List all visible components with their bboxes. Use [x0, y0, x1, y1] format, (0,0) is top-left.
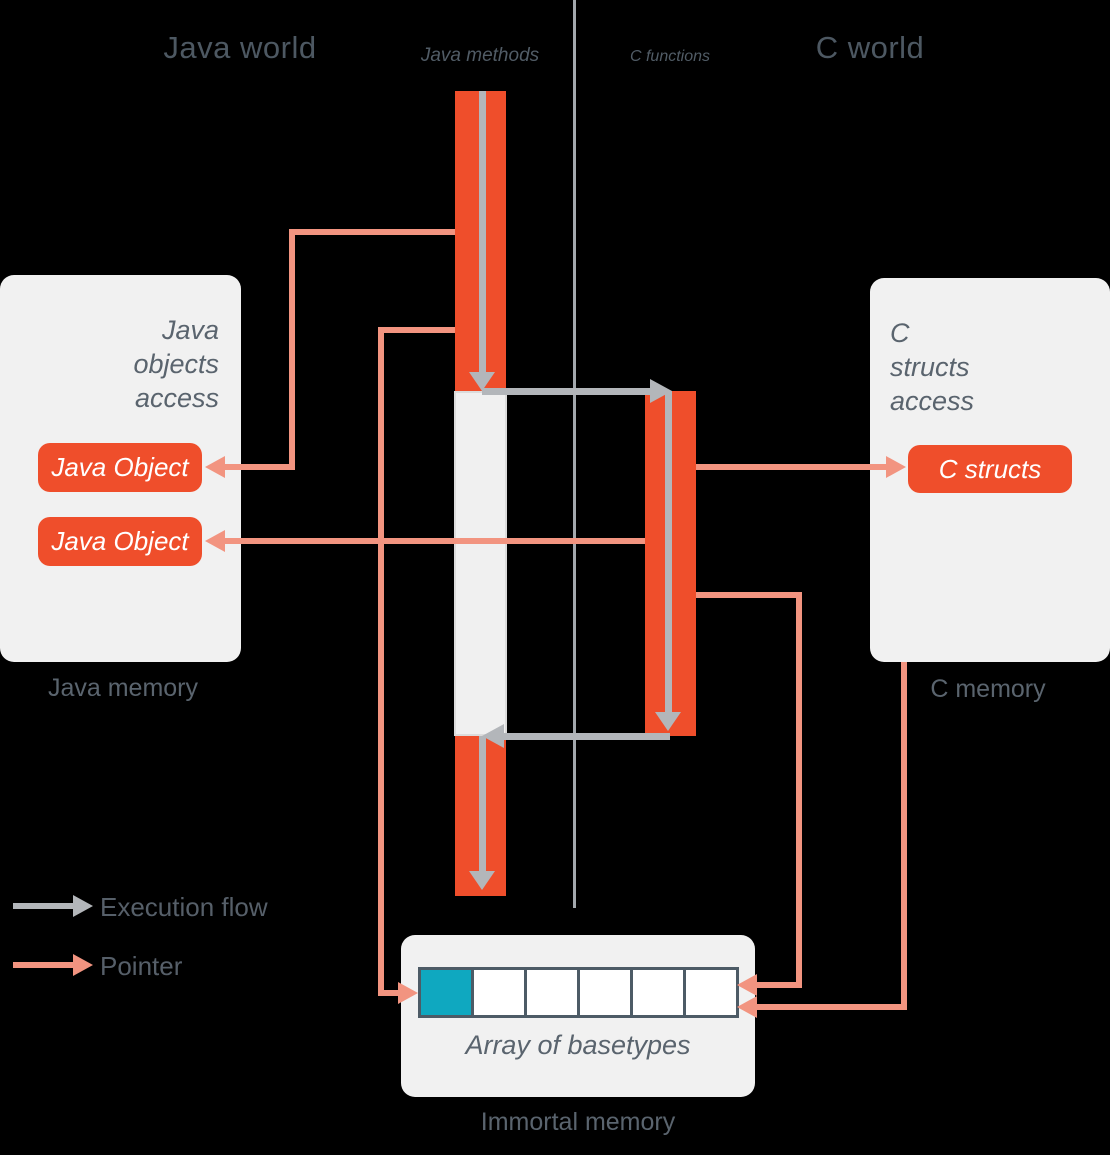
c-memory-box: C structs access C structs — [870, 278, 1110, 662]
array-cell — [633, 970, 686, 1015]
java-memory-box: Java objects access Java Object Java Obj… — [0, 275, 241, 662]
pointer-line-array-left-h2 — [378, 990, 400, 996]
pointer-line-cstructs-h — [696, 464, 888, 470]
execution-flow-line-java-down — [479, 91, 486, 374]
execution-arrowhead-c-down — [655, 712, 681, 731]
pointer-line-array-r2-v — [901, 662, 907, 1010]
execution-arrowhead-java-down — [469, 372, 495, 391]
array-cell — [686, 970, 736, 1015]
legend-execution-arrowhead — [73, 895, 93, 917]
array-of-basetypes-label: Array of basetypes — [465, 1030, 691, 1060]
legend-pointer-arrowhead — [73, 954, 93, 976]
c-structs-access-label: C structs access — [890, 318, 975, 416]
array-cell — [580, 970, 633, 1015]
execution-flow-line-call-c — [482, 388, 652, 395]
array-cell — [527, 970, 580, 1015]
java-objects-access-label: Java objects access — [133, 315, 219, 413]
java-memory-caption: Java memory — [47, 674, 199, 702]
java-methods-bar-gap — [454, 391, 507, 736]
pointer-arrowhead-obj1 — [205, 456, 225, 478]
pointer-arrowhead-obj2 — [205, 530, 225, 552]
pointer-line-obj1-v — [289, 229, 295, 470]
c-world-title: C world — [815, 30, 925, 65]
legend-execution-arrow — [13, 903, 75, 909]
immortal-memory-caption: Immortal memory — [480, 1108, 676, 1136]
pointer-line-array-r2-h — [757, 1004, 907, 1010]
pointer-arrowhead-array-left — [398, 982, 418, 1004]
execution-flow-line-c-down — [665, 391, 672, 712]
legend-pointer-label: Pointer — [100, 951, 183, 981]
c-structs-box: C structs — [908, 445, 1072, 493]
java-world-title: Java world — [163, 30, 317, 65]
pointer-line-array-r1-h2 — [757, 982, 802, 988]
execution-arrowhead-return-java — [482, 724, 504, 748]
pointer-line-obj1-h2 — [225, 464, 295, 470]
pointer-arrowhead-array-r1 — [737, 974, 757, 996]
pointer-line-obj1-h — [289, 229, 455, 235]
java-methods-label: Java methods — [420, 45, 540, 66]
pointer-line-array-r1-v — [796, 592, 802, 988]
pointer-arrowhead-cstructs — [886, 456, 906, 478]
pointer-arrowhead-array-r2 — [737, 996, 757, 1018]
c-memory-caption: C memory — [930, 675, 1046, 703]
immortal-memory-box: Array of basetypes — [401, 935, 755, 1097]
execution-arrowhead-java-resume — [469, 871, 495, 890]
array-cell-filled — [421, 970, 474, 1015]
pointer-line-array-r1-h — [696, 592, 802, 598]
array-cell — [474, 970, 527, 1015]
legend-execution-label: Execution flow — [100, 892, 268, 922]
pointer-line-array-left-h — [378, 327, 455, 333]
basetype-array — [418, 967, 739, 1018]
c-functions-label: C functions — [629, 48, 711, 65]
pointer-line-obj2-h — [225, 538, 645, 544]
execution-flow-line-java-resume — [479, 736, 486, 872]
world-divider-line — [573, 0, 576, 908]
java-object-box-2: Java Object — [38, 517, 202, 566]
legend-pointer-arrow — [13, 962, 75, 968]
pointer-line-array-left-v — [378, 327, 384, 996]
java-object-box-1: Java Object — [38, 443, 202, 492]
execution-flow-line-return-java — [504, 733, 670, 740]
